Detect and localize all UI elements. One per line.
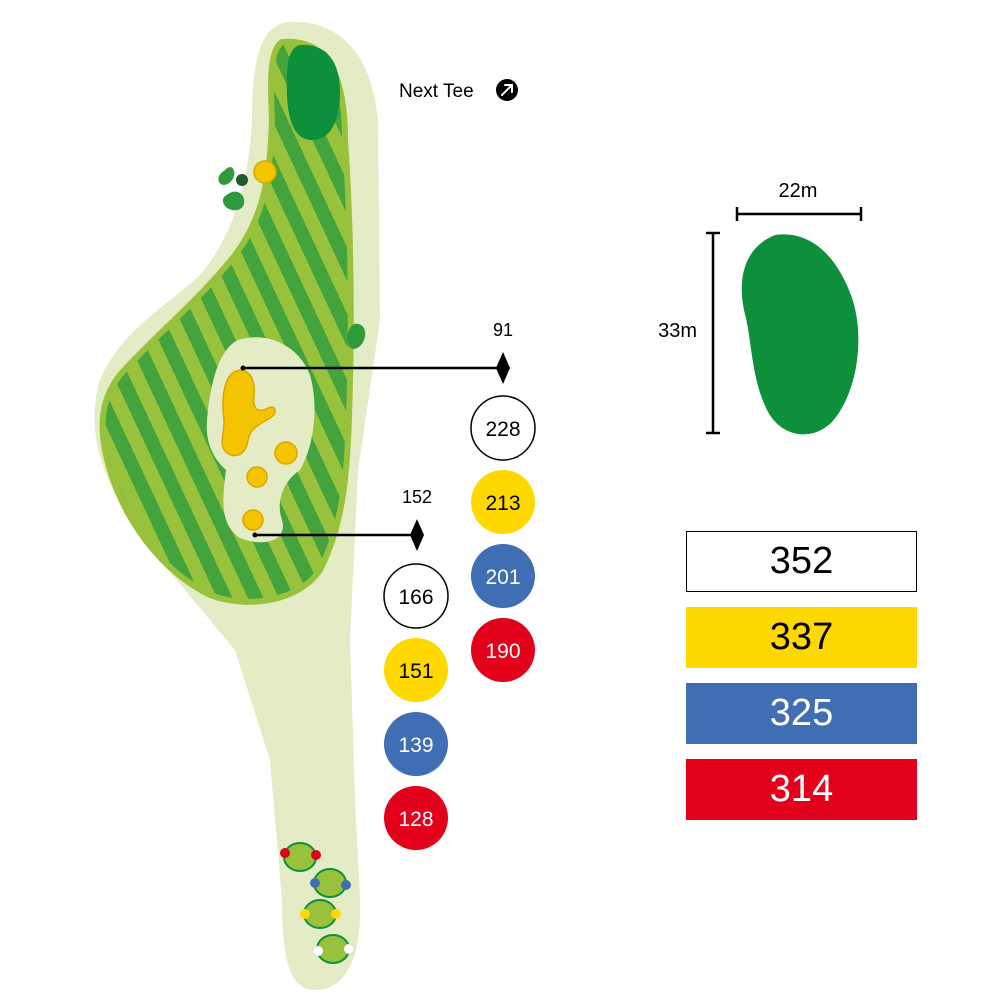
- yardage-circle-yellow: [384, 638, 448, 702]
- diamond-marker-icon: [496, 352, 510, 384]
- yardage-value: 190: [485, 640, 520, 663]
- tree: [222, 191, 245, 211]
- bunker: [274, 441, 298, 465]
- yardage-value: 128: [398, 808, 433, 831]
- yardage-value: 228: [485, 418, 520, 441]
- tee-boxes: [280, 842, 355, 964]
- yardage-value: 151: [398, 660, 433, 683]
- green-width-label: 22m: [779, 180, 818, 202]
- yardage-value: 139: [398, 734, 433, 757]
- tee-marker-yellow: [331, 909, 341, 919]
- bunker: [221, 369, 276, 457]
- marker-origin: [252, 532, 258, 538]
- hole-length-value: 325: [769, 692, 834, 734]
- tee-box-red: [283, 842, 317, 872]
- yardage-circle-white: [383, 563, 449, 629]
- yardage-circle-blue: [384, 712, 448, 776]
- tree: [347, 323, 366, 349]
- yardage-circle-red: [471, 618, 535, 682]
- hole-length-blue: 325: [686, 683, 917, 744]
- marker-distance-label: 152: [402, 487, 432, 507]
- marker-origin: [240, 365, 246, 371]
- arrow-up-right-icon[interactable]: [496, 79, 518, 101]
- green-depth-label: 33m: [658, 320, 697, 342]
- yardage-value: 166: [398, 586, 433, 609]
- yardage-value: 201: [485, 566, 520, 589]
- green-detail: 22m 33m: [658, 180, 863, 435]
- tree: [236, 174, 248, 186]
- bunker: [246, 466, 268, 488]
- tee-marker-white: [343, 943, 355, 955]
- green-shape: [741, 234, 859, 435]
- hole-length-value: 314: [769, 768, 834, 810]
- marker-distance-label: 91: [493, 320, 513, 340]
- bunker: [242, 509, 264, 531]
- bunker: [253, 160, 277, 184]
- yardage-value: 213: [485, 492, 520, 515]
- yardage-circle-blue: [471, 544, 535, 608]
- hole-length-value: 337: [769, 616, 834, 658]
- hole-length-white: 352: [686, 531, 917, 592]
- next-tee-label: Next Tee: [399, 81, 474, 102]
- hole-length-yellow: 337: [686, 607, 917, 668]
- hole-length-value: 352: [769, 540, 834, 582]
- tee-marker-red: [311, 850, 321, 860]
- tee-marker-red: [280, 848, 290, 858]
- hole-length-red: 314: [686, 759, 917, 820]
- yardage-circle-white: [470, 395, 536, 461]
- putting-green: [286, 44, 340, 140]
- tee-marker-yellow: [300, 909, 310, 919]
- yardage-circle-yellow: [471, 470, 535, 534]
- tree: [218, 167, 235, 185]
- tee-marker-white: [312, 945, 324, 957]
- tee-marker-blue: [341, 880, 351, 890]
- tee-marker-blue: [310, 878, 320, 888]
- yardage-circle-red: [384, 786, 448, 850]
- diamond-marker-icon: [410, 519, 424, 551]
